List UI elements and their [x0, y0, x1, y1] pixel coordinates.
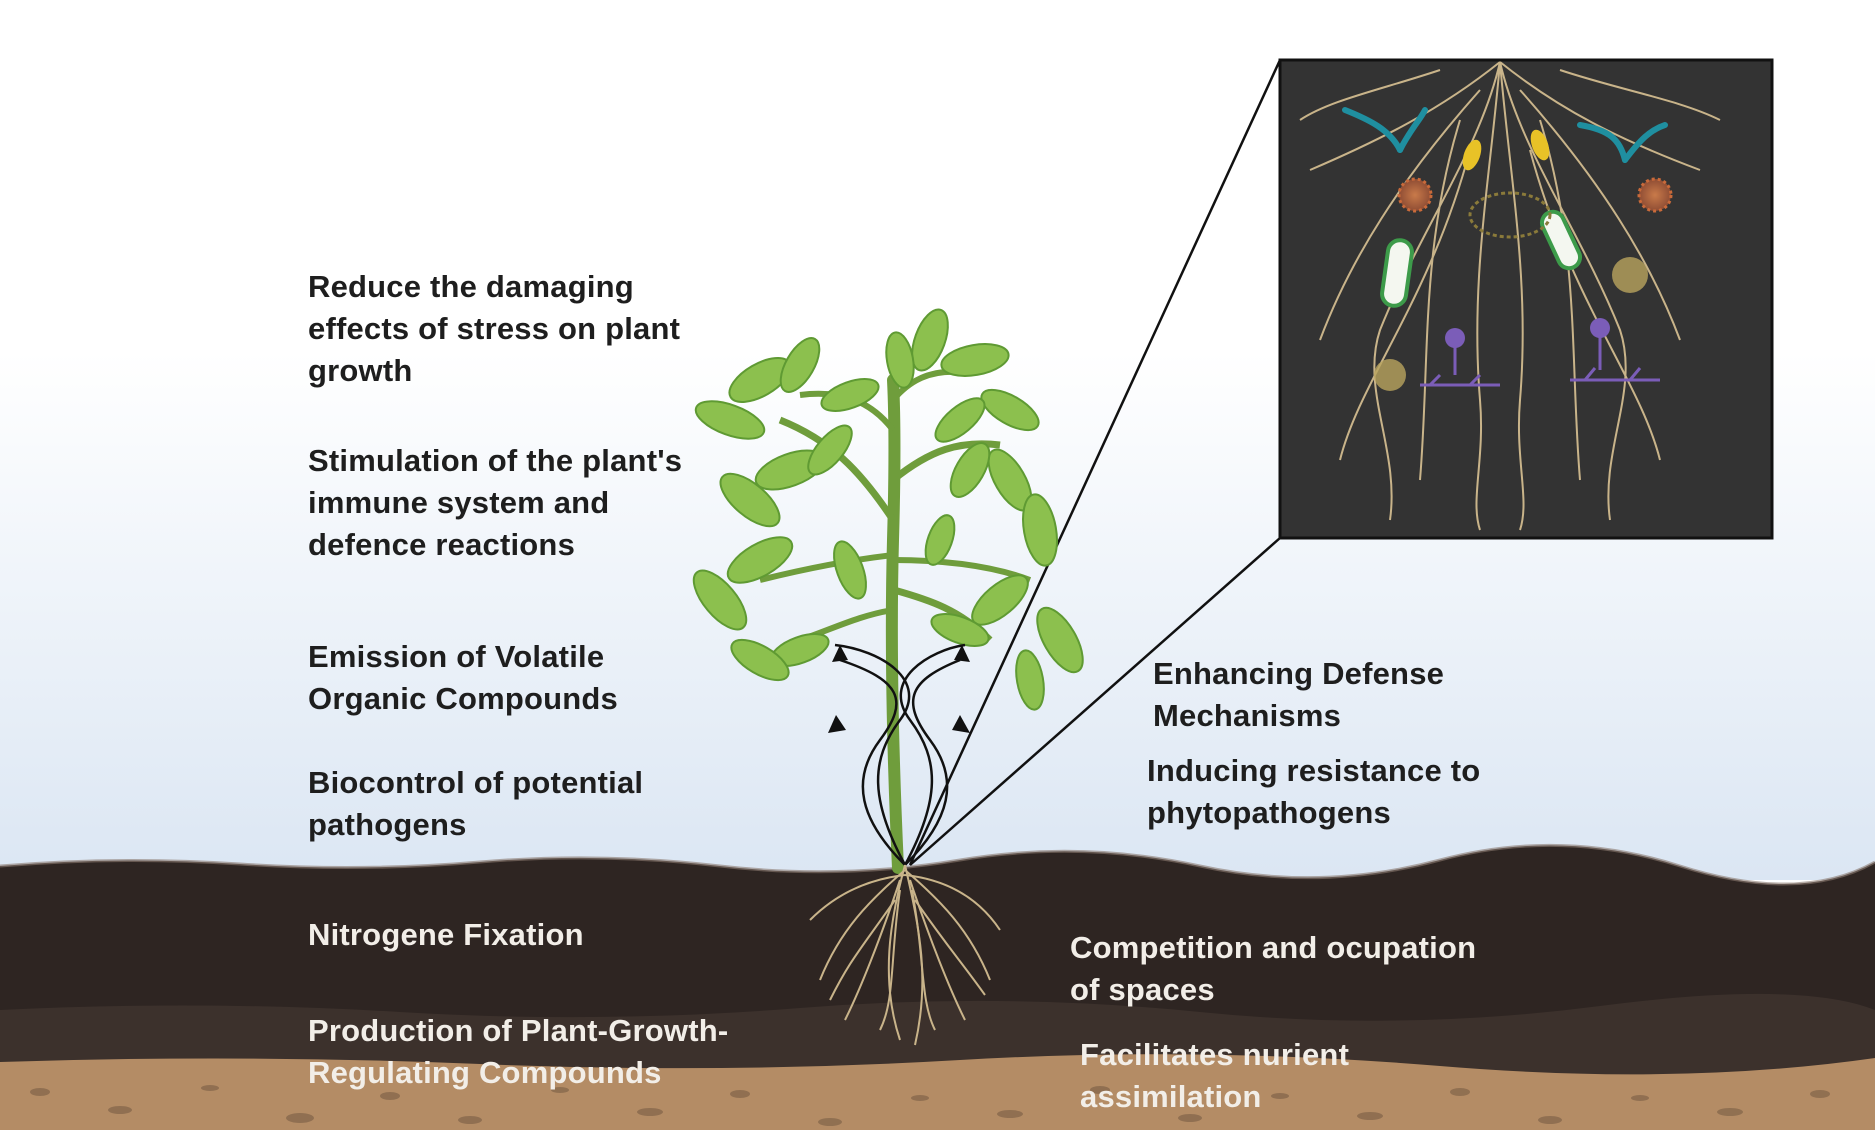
microbe-inset-icon [1278, 58, 1774, 540]
zoom-line-top [908, 59, 1282, 866]
curved-arrow-icon [834, 643, 966, 866]
soil-bottom-layer [0, 1054, 1875, 1130]
label-immune-stimulation: Stimulation of the plant's immune system… [308, 443, 683, 562]
zoom-line-bottom [909, 537, 1281, 866]
soil-edge-highlight [0, 843, 1875, 886]
label-nutrient-assimilation: Facilitates nurient assimilation [1080, 1037, 1350, 1114]
label-reduce-stress: Reduce the damaging effects of stress on… [308, 269, 681, 388]
label-volatile-compounds: Emission of Volatile Organic Compounds [308, 639, 618, 716]
label-inducing-resistance: Inducing resistance to phytopathogens [1147, 753, 1481, 830]
label-nitrogen-fixation: Nitrogene Fixation [308, 917, 584, 952]
soil-pebbles [30, 1085, 1830, 1126]
tomato-plant-illustration [692, 308, 1084, 874]
label-competition-spaces: Competition and ocupation of spaces [1070, 930, 1477, 1007]
arrow-heads [828, 645, 970, 733]
root-system-icon [809, 864, 1001, 1046]
label-growth-regulating: Production of Plant-Growth- Regulating C… [308, 1013, 729, 1090]
label-biocontrol: Biocontrol of potential pathogens [308, 765, 644, 842]
label-enhancing-defense: Enhancing Defense Mechanisms [1153, 656, 1445, 733]
